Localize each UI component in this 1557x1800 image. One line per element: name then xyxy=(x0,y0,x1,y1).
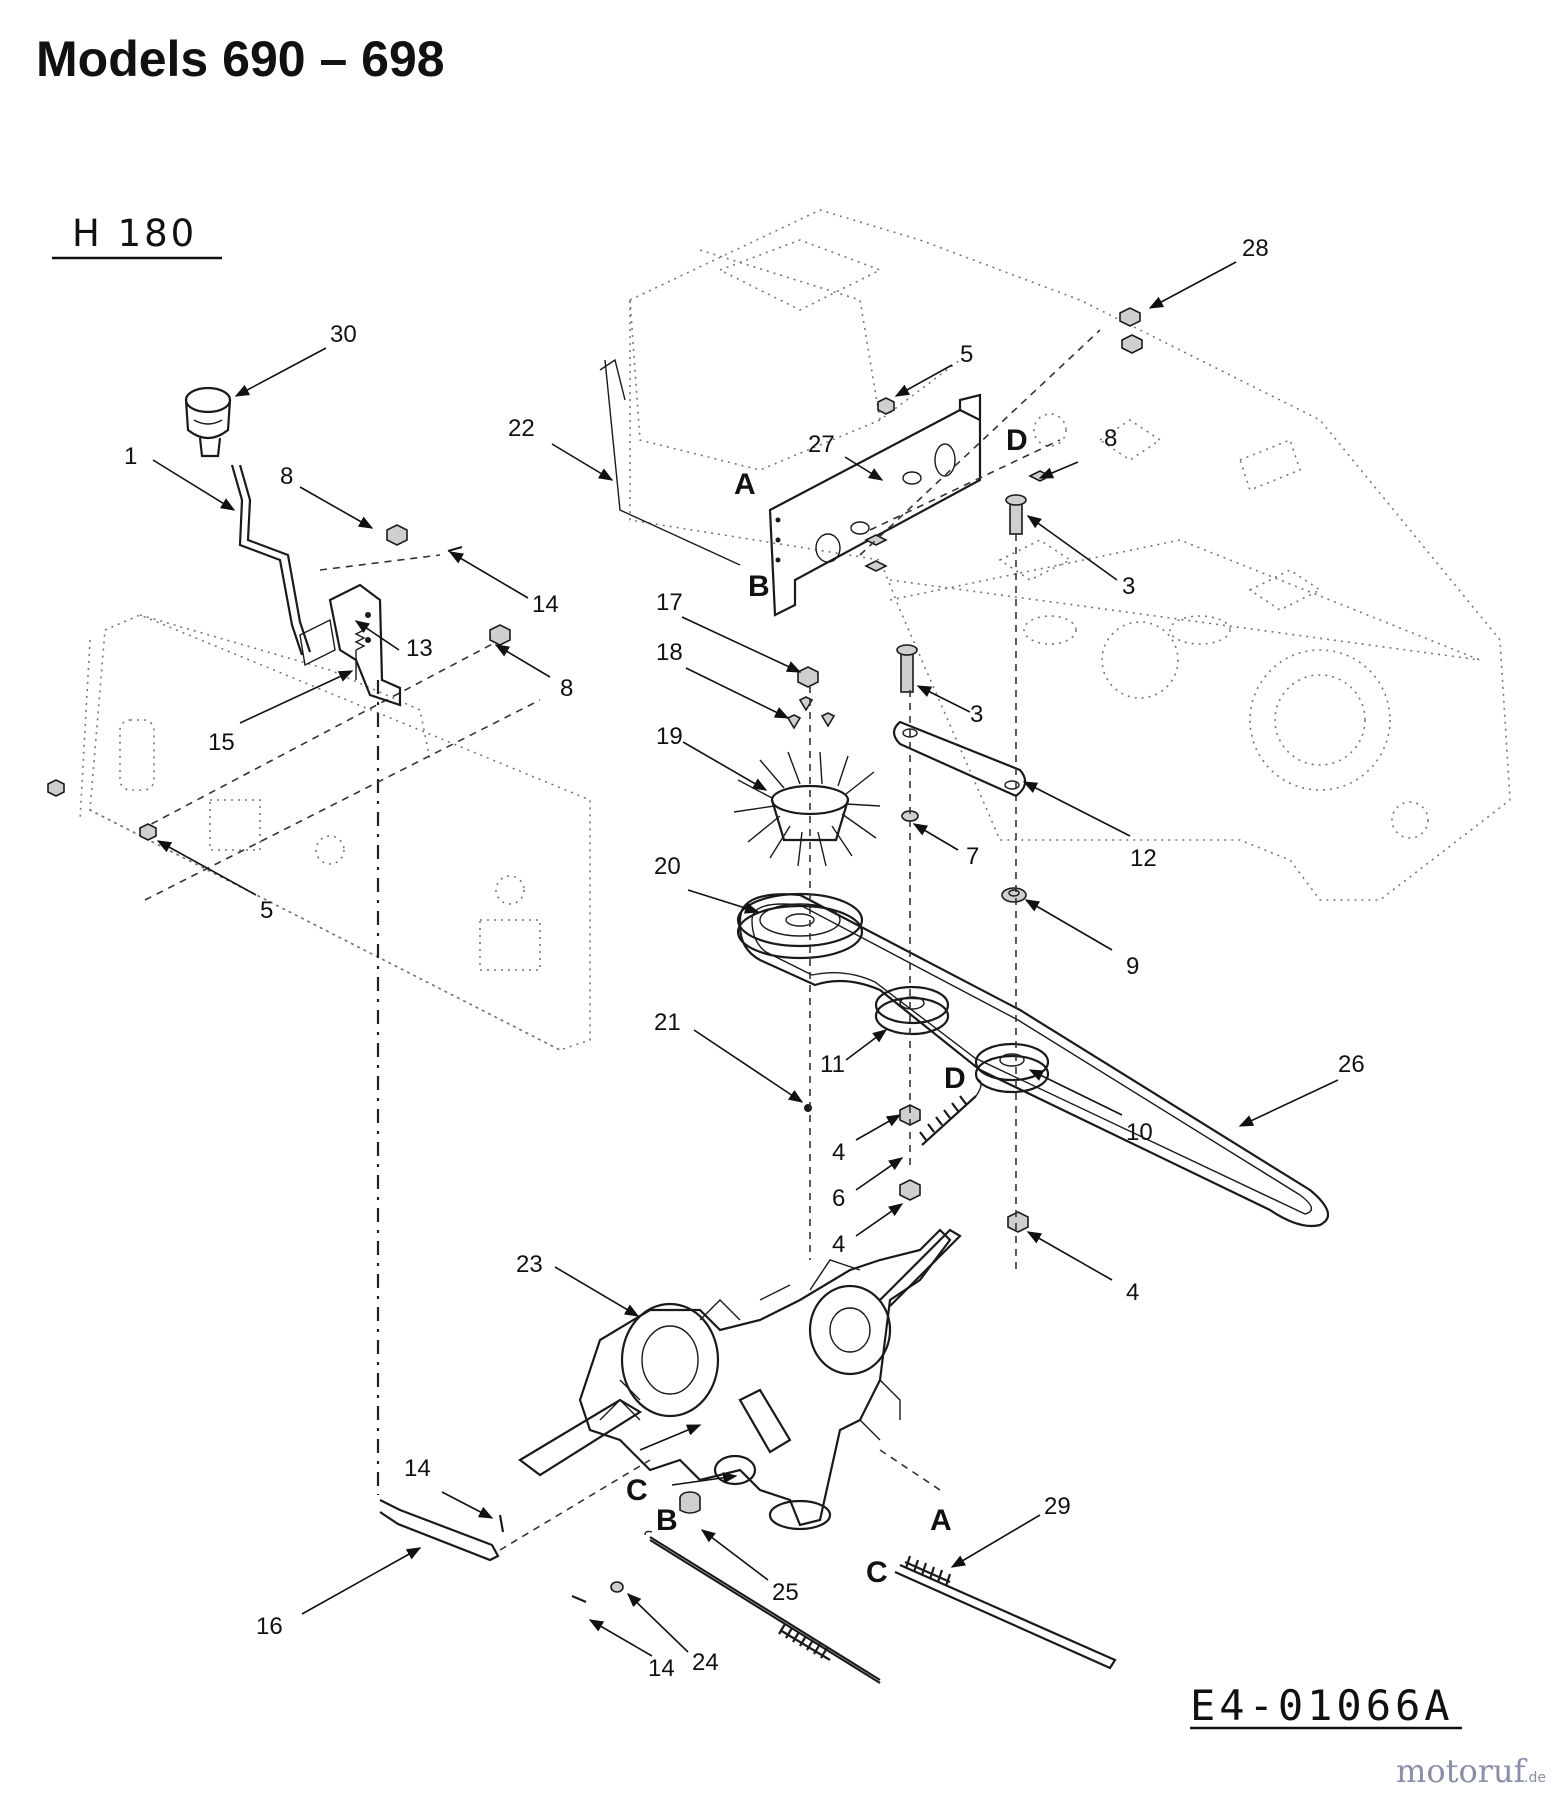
letter-a-lower: A xyxy=(930,1504,952,1537)
callout-8-lower: 8 xyxy=(560,675,573,702)
callout-23: 23 xyxy=(516,1251,543,1278)
letter-d-lower: D xyxy=(944,1062,966,1095)
left-fasteners xyxy=(47,524,511,841)
callout-6: 6 xyxy=(832,1185,845,1212)
callout-28: 28 xyxy=(1242,235,1269,262)
callout-4-b: 4 xyxy=(832,1231,845,1258)
part-16-rod xyxy=(379,1499,500,1562)
part-23-transaxle xyxy=(518,1228,962,1531)
callout-5-left: 5 xyxy=(260,897,273,924)
part-29-cable xyxy=(894,1555,1117,1670)
part-24-washer xyxy=(610,1581,624,1593)
part-3-lower-pin xyxy=(896,644,918,693)
letter-d-upper: D xyxy=(1006,424,1028,457)
callout-3-lower: 3 xyxy=(970,701,983,728)
diagram-subtitle: H 180 xyxy=(72,212,197,255)
part-19-fan xyxy=(733,751,881,867)
brake-cable xyxy=(644,1530,881,1684)
part-3-upper-pin xyxy=(1005,494,1027,535)
callout-7: 7 xyxy=(966,843,979,870)
part-26-belt-inner xyxy=(751,903,1313,1215)
callout-21: 21 xyxy=(654,1009,681,1036)
letter-c-cable: C xyxy=(866,1556,888,1589)
watermark-brand: motoruf xyxy=(1396,1752,1528,1790)
callout-17: 17 xyxy=(656,589,683,616)
part-6-spring xyxy=(919,1077,982,1146)
part-22-frame-bracket xyxy=(599,358,741,566)
part-30-knob xyxy=(184,386,232,458)
drawing-code: E4-01066A xyxy=(1190,1681,1454,1730)
callout-12: 12 xyxy=(1130,845,1157,872)
callout-29: 29 xyxy=(1044,1493,1071,1520)
part-1-shift-lever xyxy=(230,464,312,656)
letter-b-upper: B xyxy=(748,570,770,603)
letter-a-upper: A xyxy=(734,468,756,501)
part-4-nuts xyxy=(899,1104,1029,1233)
part-14-pin-lower xyxy=(571,1594,587,1604)
callout-labels: 30 1 8 14 13 8 15 5 22 27 5 8 28 3 17 18… xyxy=(124,235,1365,1682)
part-10-idler-pulley xyxy=(974,1042,1050,1094)
callout-30: 30 xyxy=(330,321,357,348)
callout-14-lower: 14 xyxy=(648,1655,675,1682)
callout-11: 11 xyxy=(820,1051,845,1078)
callout-27: 27 xyxy=(808,431,835,458)
callout-4-c: 4 xyxy=(1126,1279,1139,1306)
callout-19: 19 xyxy=(656,723,683,750)
callout-3-upper: 3 xyxy=(1122,573,1135,600)
assembly-axis-lines xyxy=(139,329,1101,1551)
watermark-suffix: .de xyxy=(1524,1770,1546,1786)
callout-15: 15 xyxy=(208,729,235,756)
reference-letters: A B D D C B A C xyxy=(626,424,1028,1589)
part-13-bracket xyxy=(299,583,402,707)
callout-9: 9 xyxy=(1126,953,1139,980)
part-12-idler-arm xyxy=(892,720,1027,798)
callout-1: 1 xyxy=(124,443,137,470)
letter-c-lower: C xyxy=(626,1474,648,1507)
callout-13: 13 xyxy=(406,635,433,662)
callout-5-top: 5 xyxy=(960,341,973,368)
page-title: Models 690 – 698 xyxy=(36,31,445,87)
leader-lines xyxy=(152,261,1339,1657)
part-25-bushing xyxy=(679,1491,701,1514)
callout-20: 20 xyxy=(654,853,681,880)
part-9-bearing xyxy=(1001,887,1027,903)
part-14-pin xyxy=(498,1514,505,1533)
callout-14-left: 14 xyxy=(532,591,559,618)
callout-24: 24 xyxy=(692,1649,719,1676)
callout-25: 25 xyxy=(772,1579,799,1606)
left-frame-rail xyxy=(79,614,591,1051)
part-26-belt xyxy=(738,893,1330,1228)
part-20-pulley xyxy=(736,892,864,960)
callout-26: 26 xyxy=(1338,1051,1365,1078)
callout-4-a: 4 xyxy=(832,1139,845,1166)
callout-22: 22 xyxy=(508,415,535,442)
part-17-18-fasteners xyxy=(786,666,836,730)
letter-b-lower: B xyxy=(656,1504,678,1537)
part-27-mounting-plate xyxy=(768,393,982,617)
watermark-logo: motoruf .de xyxy=(1396,1752,1546,1790)
callout-14-mid: 14 xyxy=(404,1455,431,1482)
part-11-idler-pulley xyxy=(874,985,950,1036)
main-frame xyxy=(629,209,1511,901)
callout-18: 18 xyxy=(656,639,683,666)
callout-16: 16 xyxy=(256,1613,283,1640)
callout-8-right: 8 xyxy=(1104,425,1117,452)
callout-10: 10 xyxy=(1126,1119,1153,1146)
part-15-spring xyxy=(354,629,366,680)
callout-8-left: 8 xyxy=(280,463,293,490)
